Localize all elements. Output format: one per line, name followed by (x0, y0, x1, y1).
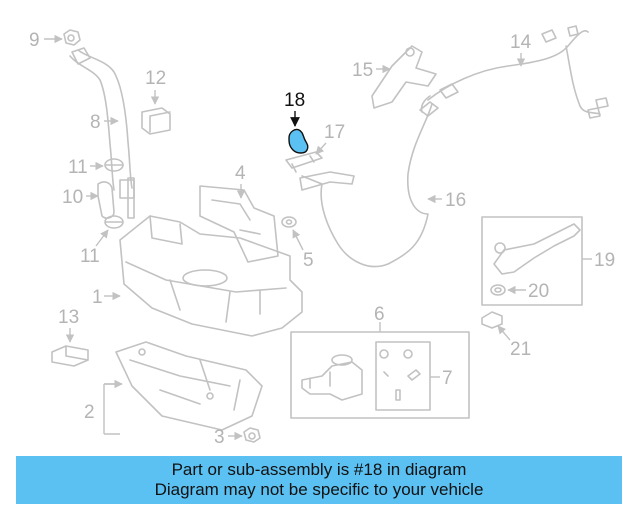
part-9-clip (63, 29, 81, 46)
callout-18[interactable]: 18 (284, 90, 305, 111)
callout-21[interactable]: 21 (510, 339, 531, 360)
callout-20[interactable]: 20 (528, 281, 549, 302)
callout-1[interactable]: 1 (92, 287, 103, 308)
part-21-cap (481, 311, 503, 329)
parts-diagram: 9 8 12 11 10 11 1 (29, 25, 615, 448)
callout-5[interactable]: 5 (303, 250, 314, 271)
part-10-hose (97, 181, 115, 219)
callout-4[interactable]: 4 (235, 163, 246, 184)
part-14-harness (420, 25, 609, 119)
part-5-washer (281, 216, 297, 228)
callout-13[interactable]: 13 (58, 307, 79, 328)
part-17-bracket (285, 151, 323, 173)
callout-8[interactable]: 8 (90, 112, 101, 133)
part-15-bracket (371, 45, 437, 109)
part-3-nut (243, 427, 261, 443)
part-20-seal (490, 284, 506, 296)
callout-11-lower[interactable]: 11 (80, 246, 100, 267)
part-12-bracket (141, 107, 171, 135)
caption-line-1: Part or sub-assembly is #18 in diagram (171, 460, 467, 479)
callout-2[interactable]: 2 (84, 402, 95, 423)
part-13-pad (51, 345, 89, 367)
callout-10[interactable]: 10 (62, 187, 83, 208)
callout-7[interactable]: 7 (442, 368, 453, 389)
part-2-skid-plate (115, 341, 263, 431)
callout-16[interactable]: 16 (445, 190, 466, 211)
callout-14[interactable]: 14 (510, 32, 532, 53)
part-6-assembly-box (290, 322, 470, 419)
part-16-pipe (299, 101, 439, 268)
callout-6[interactable]: 6 (374, 304, 385, 325)
callout-19[interactable]: 19 (594, 250, 615, 271)
part-11-clamp-upper (104, 158, 124, 172)
caption-banner: Part or sub-assembly is #18 in diagram D… (16, 456, 622, 504)
part-1-fuel-tank (119, 177, 303, 337)
part-19-assembly-box (481, 216, 583, 306)
caption-line-2: Diagram may not be specific to your vehi… (154, 480, 484, 499)
callout-11-upper[interactable]: 11 (68, 157, 88, 178)
callout-12[interactable]: 12 (145, 68, 166, 89)
part-18-highlighted[interactable] (288, 128, 309, 154)
part-11-clamp-lower (104, 215, 124, 229)
callout-9[interactable]: 9 (29, 30, 40, 51)
callout-17[interactable]: 17 (324, 122, 345, 143)
callout-15[interactable]: 15 (352, 60, 373, 81)
part-4-bracket (199, 185, 279, 263)
callout-3[interactable]: 3 (214, 427, 225, 448)
